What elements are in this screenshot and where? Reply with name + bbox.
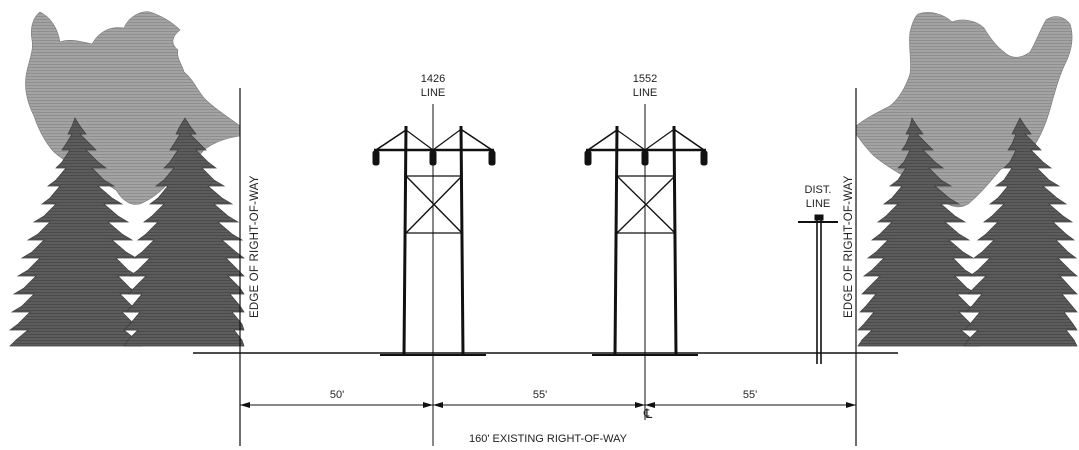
right-evergreen-tree-2 [963, 117, 1078, 347]
tower-1552-label-number: 1552 [633, 73, 657, 85]
dimension-55ft-a: 55' [533, 389, 547, 401]
right-edge-label: EDGE OF RIGHT-OF-WAY [843, 175, 855, 318]
right-evergreen-tree-1 [857, 117, 981, 347]
tower-1426-label-line: LINE [421, 87, 445, 99]
tower-1426 [372, 104, 496, 446]
centerline-symbol: ℄ [643, 406, 653, 421]
dist-line-label-2: LINE [806, 198, 830, 210]
dist-line-label-1: DIST. [805, 184, 832, 196]
left-edge-label: EDGE OF RIGHT-OF-WAY [249, 175, 261, 318]
right-edge-of-row: EDGE OF RIGHT-OF-WAY [843, 88, 857, 446]
total-row-label: 160' EXISTING RIGHT-OF-WAY [469, 433, 628, 445]
tower-1552-label-line: LINE [633, 87, 657, 99]
dimension-50ft: 50' [330, 389, 344, 401]
left-evergreen-tree-2 [123, 117, 246, 347]
left-evergreen-tree-1 [8, 117, 144, 347]
tower-1552 [584, 104, 708, 420]
dimension-row [240, 402, 856, 408]
tower-1426-label-number: 1426 [421, 73, 445, 85]
left-edge-of-row: EDGE OF RIGHT-OF-WAY [239, 88, 261, 446]
dimension-55ft-b: 55' [743, 389, 757, 401]
distribution-pole [798, 214, 838, 364]
